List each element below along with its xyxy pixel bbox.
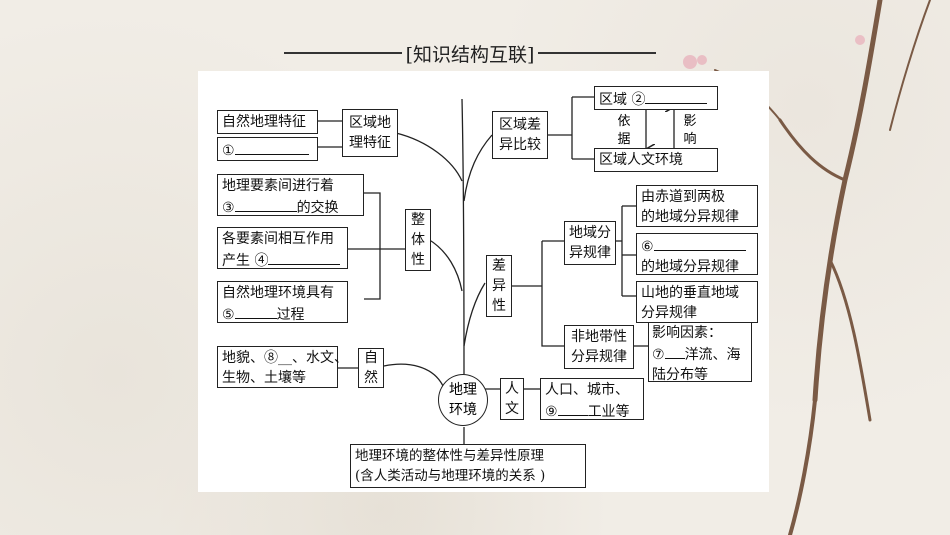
blank-1-line — [234, 139, 309, 155]
blank-6-line1: ⑥ — [641, 235, 753, 257]
region-2-box: 区域 ② — [594, 86, 718, 110]
holistic-char-2: 体 — [411, 232, 425, 248]
equator-pole-box: 由赤道到两极 的地域分异规律 — [636, 185, 758, 227]
geo-environment-line2: 环境 — [449, 402, 477, 418]
human-elements-line1: 人口、城市、 — [545, 382, 629, 398]
title-rule-left — [284, 52, 402, 54]
interaction-line2: 产生 ④ — [222, 249, 343, 271]
equator-pole-line1: 由赤道到两极 — [641, 189, 725, 205]
regional-features-box: 区域地 理特征 — [342, 109, 398, 157]
influence-label: 影 响 — [682, 113, 698, 149]
section-title: [知识结构互联] — [280, 38, 660, 68]
blank-9-line — [557, 400, 588, 416]
blank-1-box: ① — [217, 137, 318, 161]
blank-7-line — [664, 343, 685, 359]
regional-features-line1: 区域地 — [349, 115, 391, 131]
natural-features-text: 自然地理特征 — [222, 114, 306, 130]
blank-6-line — [653, 235, 746, 251]
blank-7-label: ⑦ — [652, 347, 665, 363]
equator-pole-line2: 的地域分异规律 — [641, 209, 739, 225]
influence-char-2: 响 — [683, 132, 697, 147]
blank-3-line — [234, 196, 297, 212]
principle-line1: 地理环境的整体性与差异性原理 — [355, 448, 544, 464]
holistic-char-3: 性 — [411, 252, 425, 268]
blank-5-label: ⑤ — [222, 307, 235, 323]
principle-box: 地理环境的整体性与差异性原理 (含人类活动与地理环境的关系 ) — [350, 444, 586, 488]
blank-9-label: ⑨ — [545, 404, 558, 420]
knowledge-map-panel: 自然地理特征 ① 区域地 理特征 地理要素间进行着 ③ 的交换 各要素间相互作用 … — [198, 71, 769, 492]
nonzonal-rule-line2: 分异规律 — [571, 349, 627, 365]
natural-elements-line2: 生物、土壤等 — [222, 370, 306, 386]
human-elements-line2: ⑨ 工业等 — [545, 400, 639, 422]
natural-char-1: 自 — [364, 350, 378, 366]
natural-elements-line1: 地貌、⑧__、水文、 — [222, 350, 348, 366]
basis-char-1: 依 — [617, 114, 631, 129]
blank-2-label: 区域 ② — [599, 92, 646, 108]
difference-char-3: 性 — [492, 298, 506, 314]
exchange-suffix: 的交换 — [296, 200, 339, 216]
vertical-zonal-line1: 山地的垂直地域 — [641, 285, 739, 301]
zonal-rule-line1: 地域分 — [569, 225, 611, 241]
interaction-box: 各要素间相互作用 产生 ④ — [217, 227, 348, 269]
difference-char-2: 异 — [492, 278, 506, 294]
factors-line1: 影响因素： — [652, 325, 722, 341]
difference-box: 差 异 性 — [486, 255, 512, 317]
interaction-line1: 各要素间相互作用 — [222, 231, 334, 247]
regional-human-box: 区域人文环境 — [594, 148, 718, 172]
regional-features-line2: 理特征 — [349, 135, 391, 151]
regional-comparison-line2: 异比较 — [499, 137, 541, 153]
blank-6-line2: 的地域分异规律 — [641, 259, 739, 275]
human-box: 人 文 — [500, 378, 524, 420]
exchange-line2: ③ 的交换 — [222, 196, 359, 218]
blank-4-line — [268, 249, 341, 265]
zonal-rule-line2: 异规律 — [569, 245, 611, 261]
holistic-char-1: 整 — [411, 212, 425, 228]
geo-environment-line1: 地理 — [449, 382, 477, 398]
title-rule-right — [538, 52, 657, 54]
blank-4-label: 产生 ④ — [222, 253, 269, 269]
regional-comparison-box: 区域差 异比较 — [492, 111, 548, 159]
nonzonal-rule-line1: 非地带性 — [571, 329, 627, 345]
blank-6-box: ⑥ 的地域分异规律 — [636, 233, 758, 275]
regional-comparison-line1: 区域差 — [499, 117, 541, 133]
principle-line2: (含人类活动与地理环境的关系 ) — [355, 468, 546, 484]
human-char-2: 文 — [505, 401, 519, 417]
basis-char-2: 据 — [617, 132, 631, 147]
vertical-zonal-box: 山地的垂直地域 分异规律 — [636, 281, 758, 323]
blank-2-line — [645, 88, 708, 104]
natural-elements-box: 地貌、⑧__、水文、 生物、土壤等 — [217, 346, 348, 388]
exchange-box: 地理要素间进行着 ③ 的交换 — [217, 174, 364, 216]
difference-char-1: 差 — [492, 258, 506, 274]
human-elements-box: 人口、城市、 ⑨ 工业等 — [540, 378, 644, 420]
human-elements-suffix: 工业等 — [587, 404, 630, 420]
process-line1: 自然地理环境具有 — [222, 285, 334, 301]
human-char-1: 人 — [505, 381, 519, 397]
process-line2: ⑤ 过程 — [222, 303, 343, 325]
process-box: 自然地理环境具有 ⑤ 过程 — [217, 281, 348, 323]
blank-3-label: ③ — [222, 200, 235, 216]
factors-line3: 陆分布等 — [652, 367, 708, 383]
influence-char-1: 影 — [683, 114, 697, 129]
process-suffix: 过程 — [276, 307, 305, 323]
factors-suffix: 洋流、海 — [684, 347, 741, 363]
title-text: [知识结构互联] — [405, 43, 535, 66]
natural-features-box: 自然地理特征 — [217, 110, 318, 134]
vertical-zonal-line2: 分异规律 — [641, 305, 697, 321]
regional-human-text: 区域人文环境 — [599, 152, 683, 168]
zonal-rule-box: 地域分 异规律 — [564, 221, 616, 265]
natural-box: 自 然 — [358, 348, 384, 388]
blank-5-line — [234, 303, 277, 319]
factors-line2: ⑦ 洋流、海 — [652, 343, 748, 365]
basis-label: 依 据 — [616, 113, 632, 149]
natural-char-2: 然 — [364, 370, 378, 386]
blank-6-label: ⑥ — [641, 239, 654, 255]
factors-box: 影响因素： ⑦ 洋流、海 陆分布等 — [648, 322, 752, 383]
nonzonal-rule-box: 非地带性 分异规律 — [564, 325, 634, 369]
blank-1-label: ① — [222, 143, 235, 159]
connector-lines — [318, 96, 769, 444]
exchange-line1: 地理要素间进行着 — [222, 178, 334, 194]
holistic-box: 整 体 性 — [405, 209, 431, 271]
geo-environment-circle: 地理 环境 — [438, 374, 488, 426]
